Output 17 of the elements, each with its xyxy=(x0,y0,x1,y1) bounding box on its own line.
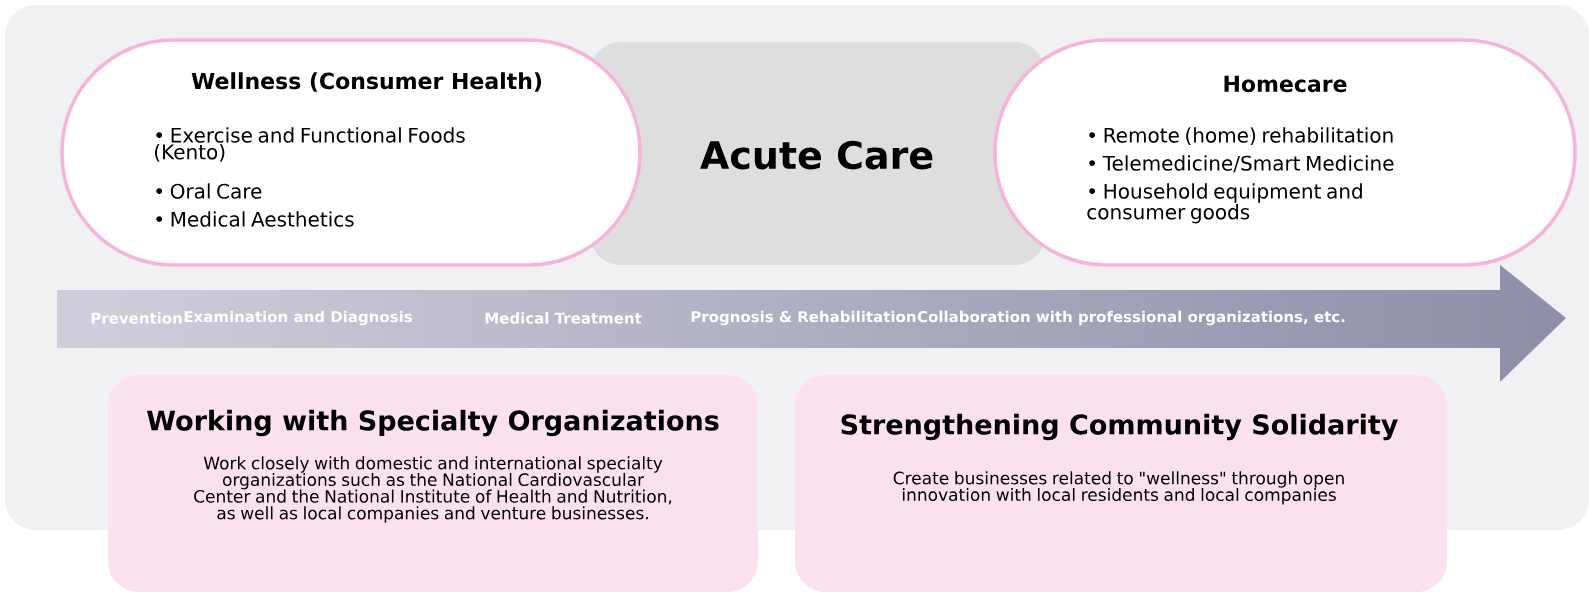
body-text: Work closely with domestic and international specialty organizations such as the National Cardiovascular Center and the National Institute of Health and Nutrition, as well as local companies and venture businesses. xyxy=(194,456,672,523)
bullet-item: • Household equipment and consumer goods xyxy=(1087,183,1362,224)
heading: Working with Specialty Organizations xyxy=(147,409,719,437)
heading: Strengthening Community Solidarity xyxy=(841,413,1398,441)
bullet-item: • Remote (home) rehabilitation xyxy=(1089,127,1393,146)
heading: Wellness (Consumer Health) xyxy=(191,72,542,92)
heading: Homecare xyxy=(1224,75,1347,93)
bullet-item: • Telemedicine/Smart Medicine xyxy=(1089,155,1394,173)
stage-label: Collaboration with professional organizations, etc. xyxy=(917,310,1345,326)
stage-label: Examination and Diagnosis xyxy=(184,310,412,326)
heading: Acute Care xyxy=(700,140,933,170)
bullet-item: • Oral Care xyxy=(156,183,262,199)
stage-label: Prognosis & Rehabilitation xyxy=(691,310,916,326)
body-text: Create businesses related to "wellness" through open innovation with local residents and local companies xyxy=(893,471,1344,505)
stage-label: Medical Treatment xyxy=(485,312,642,324)
bullet-item: • Medical Aesthetics xyxy=(156,211,354,227)
bullet-item: • Exercise and Functional Foods (Kento) xyxy=(155,127,465,162)
